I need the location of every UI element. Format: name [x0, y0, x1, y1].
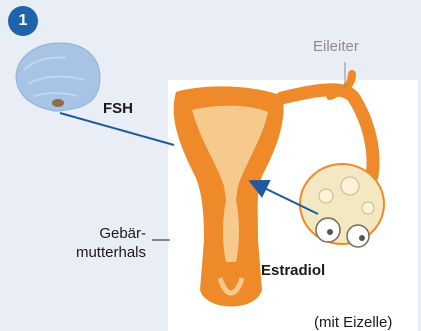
- fsh-label: FSH: [103, 100, 133, 117]
- egg-label: (mit Eizelle): [314, 314, 392, 331]
- cervix-label-line2: mutterhals: [48, 243, 146, 262]
- pituitary-gland: [16, 43, 100, 111]
- oviduct-label: Eileiter: [313, 38, 359, 55]
- cervix-label: Gebär- mutterhals: [48, 224, 146, 262]
- estradiol-label: Estradiol: [261, 262, 325, 279]
- cervix-label-line1: Gebär-: [48, 224, 146, 243]
- ovary: [300, 164, 384, 247]
- fsh-line: [60, 113, 174, 145]
- step-badge: 1: [8, 6, 38, 36]
